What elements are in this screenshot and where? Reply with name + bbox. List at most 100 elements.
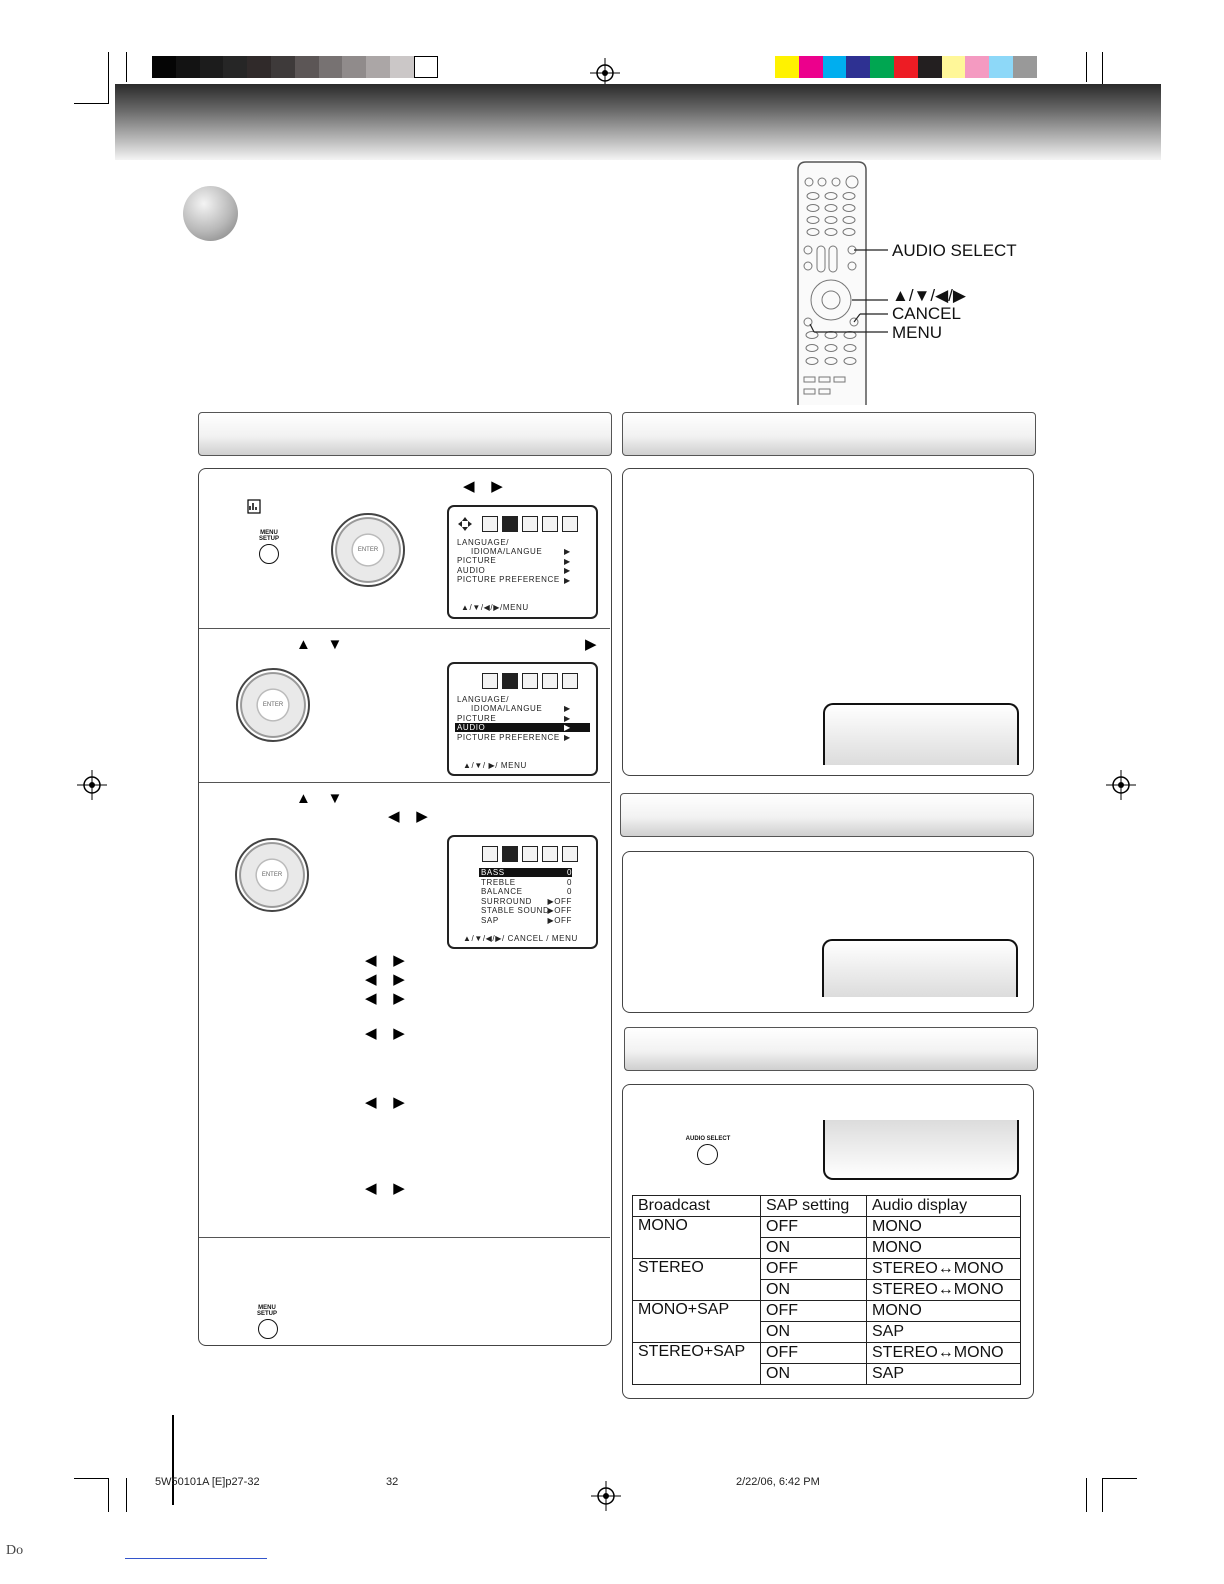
step1-left-right-arrows: ◀ ▶ — [463, 478, 503, 495]
osd-selected-line — [455, 723, 590, 732]
enter-dpad-icon[interactable]: ENTER — [331, 513, 405, 587]
osd-line: LANGUAGE/ — [457, 538, 510, 547]
audio-select-button[interactable] — [697, 1144, 718, 1165]
table-cell: MONO — [866, 1237, 1021, 1259]
gray-swatch — [342, 56, 367, 78]
corner-text: Do — [6, 1543, 24, 1558]
color-swatch — [822, 56, 847, 78]
color-swatch — [941, 56, 966, 78]
crop-mark — [108, 52, 109, 104]
table-header: Audio display — [866, 1195, 1021, 1217]
osd-selected-line — [479, 868, 572, 877]
menu-setup-label: MENU SETUP — [256, 1305, 277, 1317]
sap-adjust-arrows: ◀ ▶ — [365, 1180, 405, 1197]
enter-dpad-icon[interactable]: ENTER — [235, 838, 309, 912]
osd-audio-row-label: TREBLE — [481, 877, 516, 887]
osd-audio-row-label: BASS — [481, 868, 505, 877]
gray-swatch — [175, 56, 200, 78]
color-swatch — [870, 56, 895, 78]
osd-line: PICTURE — [457, 714, 497, 723]
enter-label: ENTER — [261, 872, 283, 878]
table-cell: STEREO↔MONO — [866, 1342, 1021, 1364]
gray-swatch — [247, 56, 272, 78]
table-cell: OFF — [760, 1258, 867, 1280]
crop-mark — [108, 1478, 109, 1512]
table-cell: STEREO+SAP — [632, 1342, 761, 1385]
table-header: SAP setting — [760, 1195, 867, 1217]
gray-swatch — [366, 56, 391, 78]
osd-audio-row-label: BALANCE — [481, 887, 523, 896]
enter-dpad-icon[interactable]: ENTER — [236, 668, 310, 742]
tv-display-screen — [822, 939, 1018, 997]
osd-line: AUDIO — [457, 566, 486, 575]
step3-left-right-arrows: ◀ ▶ — [388, 808, 428, 825]
osd-audio-row-value: ▶OFF — [547, 906, 572, 915]
remote-control-illustration — [797, 161, 870, 405]
bass-adjust-arrows: ◀ ▶ — [365, 952, 405, 969]
osd-audio-row-value: ▶OFF — [547, 896, 572, 906]
gray-swatch — [271, 56, 295, 78]
osd-audio-row-label: SURROUND — [481, 896, 533, 906]
osd-line: IDIOMA/LANGUE — [471, 704, 543, 713]
callout-arrow-keys: ▲/▼/◀/▶ — [892, 286, 966, 305]
table-cell: OFF — [760, 1216, 867, 1238]
gray-swatch — [199, 56, 224, 78]
crop-mark — [1102, 52, 1103, 104]
registration-mark — [1106, 770, 1136, 800]
osd-line: AUDIO — [457, 723, 486, 732]
step3-up-down-arrows: ▲ ▼ — [296, 790, 343, 807]
menu-setup-button[interactable] — [258, 1319, 278, 1339]
crop-mark — [1102, 1478, 1103, 1512]
gray-swatch — [318, 56, 343, 78]
color-swatch — [989, 56, 1014, 78]
footer-file-name: 5W50101A [E]p27-32 — [155, 1476, 260, 1488]
crop-mark — [1086, 52, 1087, 82]
menu-setup-button[interactable] — [259, 544, 279, 564]
crop-mark — [126, 1478, 127, 1512]
crop-mark — [1103, 1478, 1137, 1479]
osd-line: PICTURE PREFERENCE — [457, 733, 560, 742]
registration-mark — [77, 770, 107, 800]
callout-menu: MENU — [892, 323, 943, 342]
osd-audio-row-value: 0 — [566, 887, 572, 896]
balance-adjust-arrows: ◀ ▶ — [365, 990, 405, 1007]
gray-swatch — [413, 56, 438, 78]
crop-mark — [172, 1415, 174, 1505]
osd-footer: ▲/▼/◀/▶/MENU — [461, 603, 529, 612]
color-swatch — [894, 56, 918, 78]
enter-label: ENTER — [262, 702, 284, 708]
menu-tab-icons — [482, 673, 578, 689]
osd-audio-row-value: 0 — [566, 868, 572, 877]
audio-display-table: Broadcast SAP setting Audio display MONO… — [632, 1195, 1021, 1385]
callout-audio-select: AUDIO SELECT — [892, 241, 1017, 260]
table-cell: ON — [760, 1279, 867, 1301]
footer-page-number: 32 — [386, 1476, 399, 1488]
bottom-link-underline[interactable] — [125, 1558, 267, 1559]
audio-menu-icon — [247, 499, 261, 514]
color-swatch — [846, 56, 871, 78]
menu-tab-icons — [482, 516, 578, 532]
surround-adjust-arrows: ◀ ▶ — [365, 1025, 405, 1042]
gray-swatch — [152, 56, 176, 78]
osd-footer: ▲/▼/ ▶/ MENU — [463, 761, 527, 770]
callout-cancel: CANCEL — [892, 304, 961, 323]
section-bullet — [183, 186, 238, 241]
header-band — [115, 84, 1161, 160]
table-cell: ON — [760, 1321, 867, 1343]
osd-audio-row-value: 0 — [566, 877, 572, 887]
left-section-heading-bar — [198, 412, 612, 456]
table-cell: OFF — [760, 1300, 867, 1322]
osd-arrow-column: ▶▶▶▶ — [564, 704, 571, 742]
audio-select-label: AUDIO SELECT — [685, 1136, 731, 1142]
color-swatch — [1013, 56, 1037, 78]
color-swatch — [775, 56, 799, 78]
right-section-heading-bar — [622, 412, 1036, 456]
table-cell: OFF — [760, 1342, 867, 1364]
color-swatch — [917, 56, 942, 78]
